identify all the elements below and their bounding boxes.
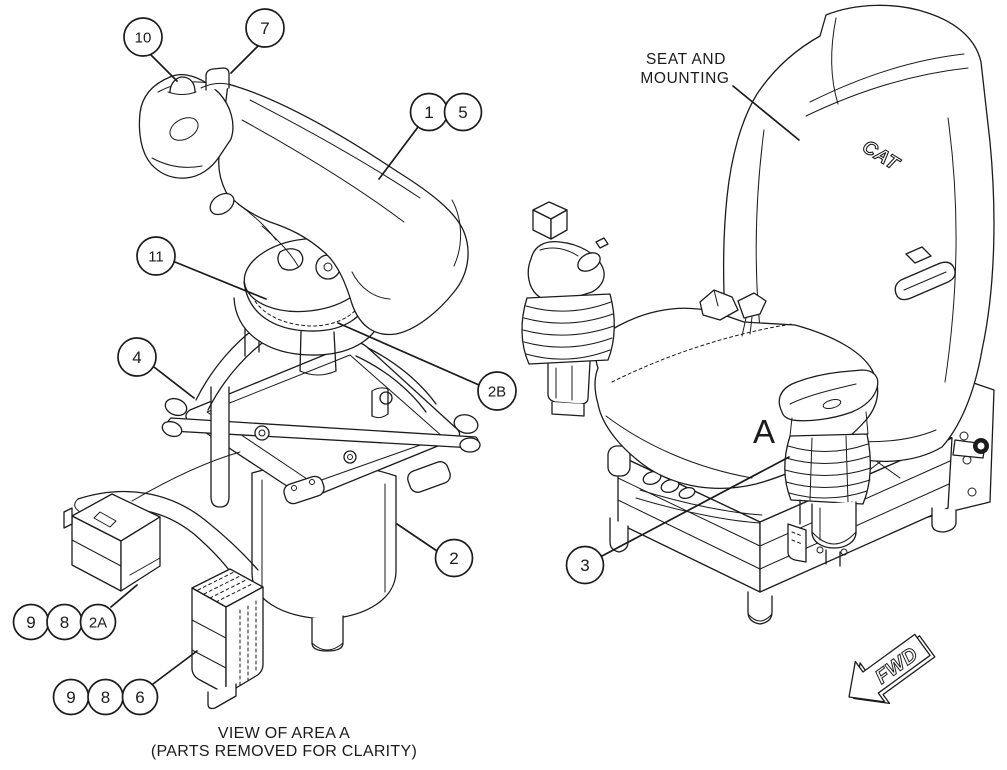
joystick-assembly-figure xyxy=(63,67,481,710)
annotations: SEAT AND MOUNTING A VIEW OF AREA A (PART… xyxy=(151,51,936,760)
callout-leader-1 xyxy=(378,126,419,180)
callout-number: 11 xyxy=(148,248,164,265)
joystick-handle xyxy=(138,74,469,336)
callout-2A: 2A xyxy=(79,584,138,641)
callout-10: 10 xyxy=(123,17,178,82)
callout-layer: 10 7 1 5 11 4 2B 2 9 8 2A 9 8 6 3 xyxy=(12,8,790,716)
callout-7: 7 xyxy=(230,8,285,74)
callout-balloon-11 xyxy=(136,236,176,276)
callout-balloon-4 xyxy=(117,337,157,377)
callout-number: 4 xyxy=(132,348,141,367)
callout-11: 11 xyxy=(136,236,267,300)
callout-balloon-6 xyxy=(121,678,159,716)
callout-balloon-10 xyxy=(123,17,163,57)
mounting-frame xyxy=(161,341,481,505)
seat-label-line1: SEAT AND xyxy=(646,51,726,68)
callout-balloon-7 xyxy=(245,8,285,48)
callout-number: 2 xyxy=(449,549,458,568)
callout-number: 2A xyxy=(89,614,107,631)
connector-lower xyxy=(191,568,264,710)
connector-upper xyxy=(63,493,161,592)
callout-number: 9 xyxy=(66,688,75,707)
callout-number: 7 xyxy=(260,19,269,38)
callout-number: 8 xyxy=(60,613,69,632)
callout-2B: 2B xyxy=(337,322,517,411)
callout-8: 8 xyxy=(87,678,124,716)
callout-8: 8 xyxy=(46,603,83,641)
callout-9: 9 xyxy=(52,678,90,716)
callout-balloon-2 xyxy=(434,538,474,578)
seat-label-leader-line xyxy=(732,85,800,141)
callout-leader-6 xyxy=(152,650,198,685)
callout-number: 2B xyxy=(488,383,506,400)
callout-leader-2B xyxy=(337,322,480,386)
callout-balloon-3 xyxy=(565,545,605,585)
figure-caption-line2: (PARTS REMOVED FOR CLARITY) xyxy=(151,743,417,760)
callout-leader-10 xyxy=(149,53,178,82)
callout-balloon-2B xyxy=(477,371,517,411)
seat-label-line2: MOUNTING xyxy=(640,70,729,87)
base-dome xyxy=(233,237,385,376)
callout-number: 6 xyxy=(135,688,144,707)
seat-side-joystick xyxy=(521,201,615,417)
callout-9: 9 xyxy=(12,603,50,641)
callout-number: 5 xyxy=(458,103,467,122)
seatbelt-buckles xyxy=(699,289,767,337)
callout-5: 5 xyxy=(443,92,483,132)
callout-number: 10 xyxy=(135,29,152,46)
console-area-a xyxy=(778,369,879,567)
callout-2: 2 xyxy=(396,523,474,578)
callout-balloon-5 xyxy=(443,92,483,132)
callout-number: 1 xyxy=(424,103,433,122)
callout-number: 3 xyxy=(580,556,589,575)
area-a-letter: A xyxy=(753,413,775,450)
callout-number: 9 xyxy=(26,613,35,632)
seat-armrest xyxy=(894,246,956,301)
callout-leader-4 xyxy=(153,366,195,399)
callout-leader-7 xyxy=(230,45,259,74)
callout-4: 4 xyxy=(117,337,195,399)
fwd-arrow: FWD xyxy=(848,633,936,705)
callout-leader-2 xyxy=(396,523,438,552)
callout-leader-11 xyxy=(174,261,267,300)
callout-balloon-2A xyxy=(79,603,117,641)
callout-1: 1 xyxy=(378,92,449,180)
seat-figure: CAT xyxy=(521,4,995,625)
callout-leader-3 xyxy=(601,456,790,557)
callout-leader-2A xyxy=(110,584,138,608)
callout-3: 3 xyxy=(565,456,790,585)
callout-number: 8 xyxy=(101,688,110,707)
figure-caption-line1: VIEW OF AREA A xyxy=(218,725,350,742)
callout-6: 6 xyxy=(121,650,198,716)
